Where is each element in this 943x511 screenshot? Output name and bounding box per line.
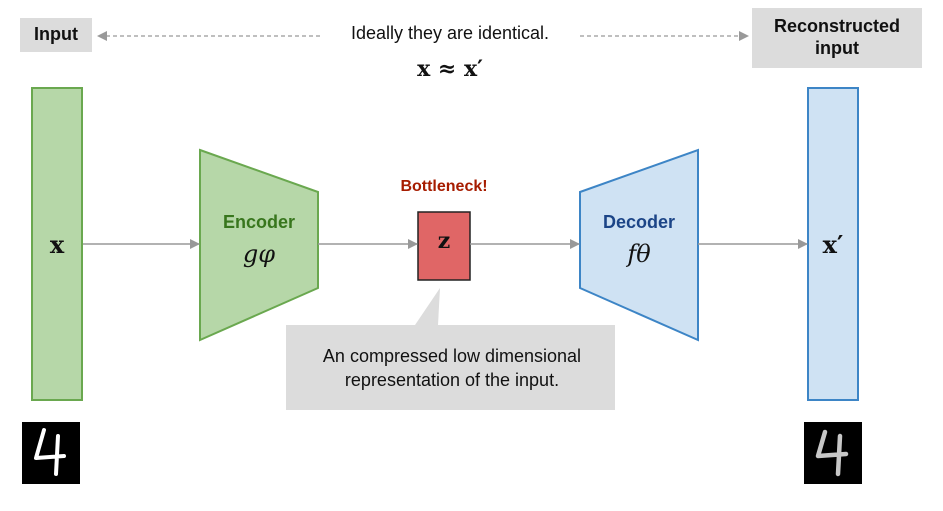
decoder-function: fθ bbox=[627, 240, 651, 268]
decoder-trapezoid bbox=[579, 148, 699, 342]
input-vector-label: x bbox=[49, 230, 65, 259]
bottleneck-box bbox=[417, 211, 471, 281]
decoder-label: Decoder bbox=[602, 212, 676, 232]
input-vector-bar bbox=[31, 87, 83, 401]
callout-bubble bbox=[286, 288, 615, 410]
bottleneck-z-label: z bbox=[437, 228, 451, 254]
mnist-input-image bbox=[22, 422, 80, 484]
reconstructed-input-label-text: Reconstructed input bbox=[773, 16, 901, 58]
bottleneck-label: Bottleneck! bbox=[400, 178, 488, 195]
callout-text: An compressed low dimensional representa… bbox=[322, 346, 582, 391]
ideal-caption: Ideally they are identical. bbox=[350, 23, 550, 43]
input-label: Input bbox=[20, 18, 92, 52]
encoder-label: Encoder bbox=[222, 212, 296, 232]
approx-equation: x ≈ x′ bbox=[417, 56, 483, 82]
output-vector-label: x′ bbox=[822, 230, 844, 259]
mnist-output-image bbox=[804, 422, 862, 484]
input-label-text: Input bbox=[34, 24, 78, 45]
encoder-trapezoid bbox=[199, 148, 319, 342]
output-vector-bar bbox=[807, 87, 859, 401]
encoder-function: gφ bbox=[242, 240, 276, 268]
reconstructed-input-label: Reconstructed input bbox=[752, 8, 922, 68]
